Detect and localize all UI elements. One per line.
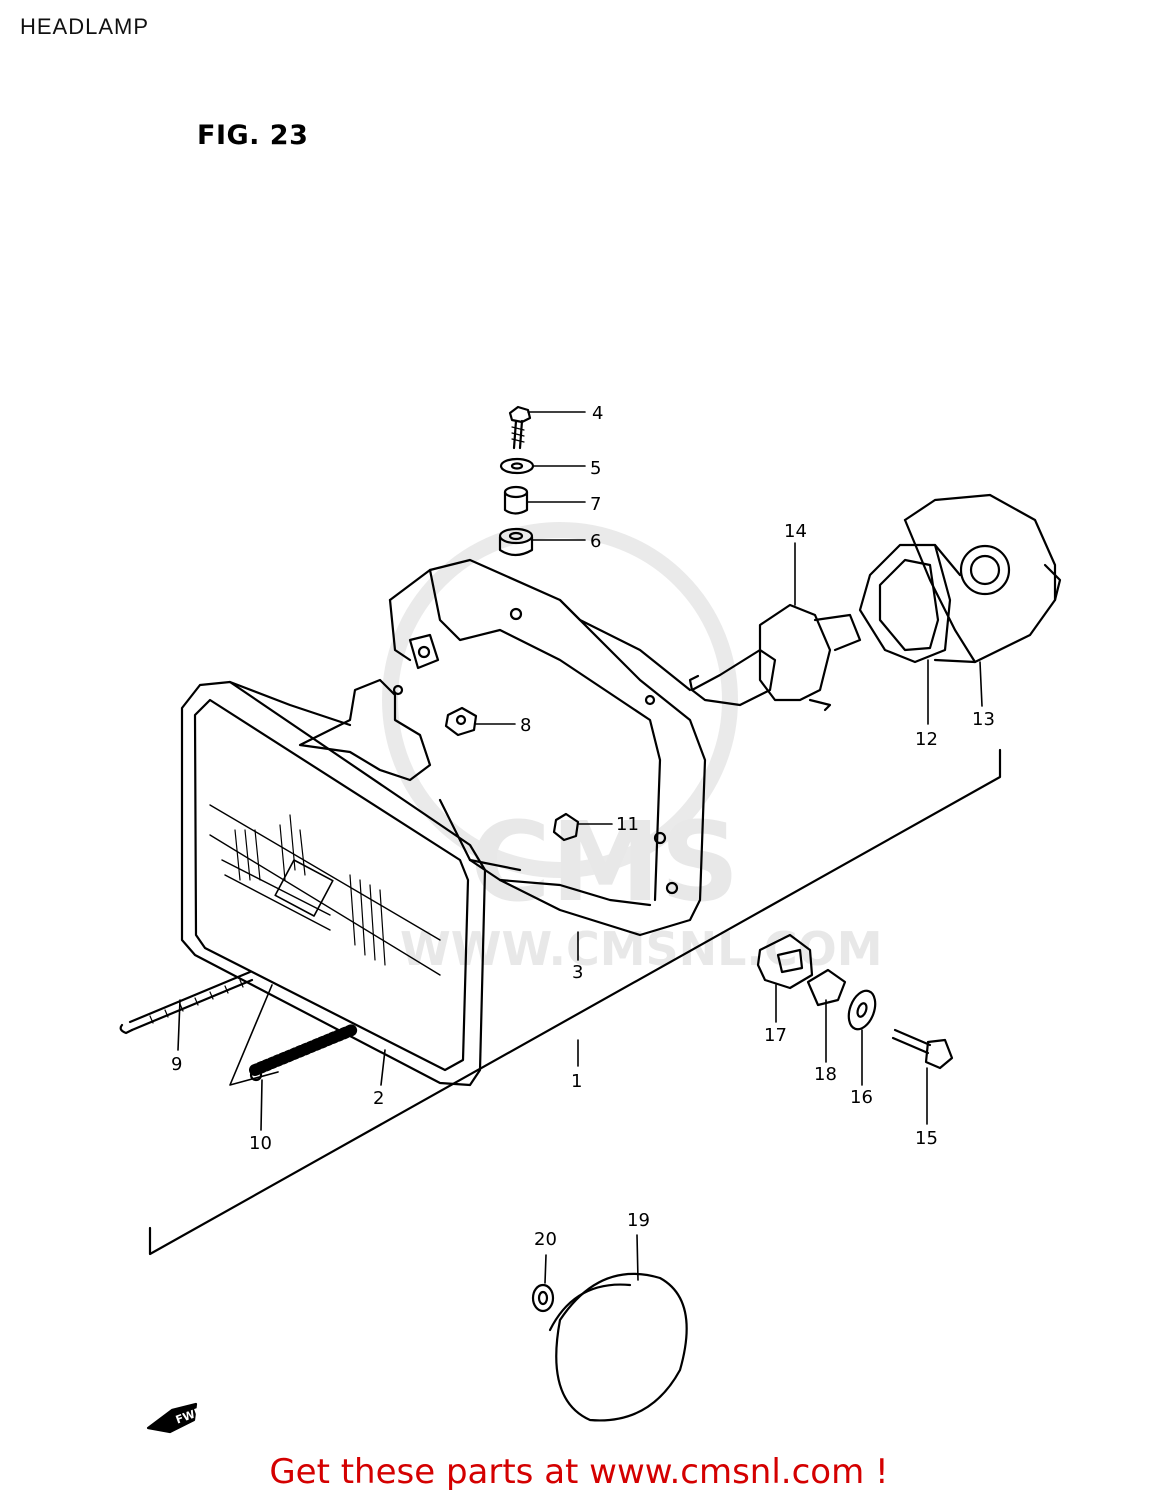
grommet-6 <box>498 527 534 557</box>
callout-9: 9 <box>171 1054 182 1075</box>
callout-6: 6 <box>590 531 601 552</box>
callout-4: 4 <box>592 403 603 424</box>
callout-16: 16 <box>850 1087 873 1108</box>
callout-14: 14 <box>784 521 807 542</box>
headlamp-housing <box>298 558 707 937</box>
washer-5 <box>499 457 535 475</box>
callout-5: 5 <box>590 458 601 479</box>
leader-lines <box>177 411 983 1284</box>
callout-2: 2 <box>373 1088 384 1109</box>
callout-3: 3 <box>572 962 583 983</box>
watermark-brand: CMS <box>470 798 739 926</box>
callout-17: 17 <box>764 1025 787 1046</box>
screw-9 <box>119 970 254 1035</box>
callout-11: 11 <box>616 814 639 835</box>
adjuster-17 <box>756 933 814 990</box>
callout-15: 15 <box>915 1128 938 1149</box>
screw-4 <box>508 405 532 450</box>
spring-10 <box>249 1024 358 1082</box>
callout-8: 8 <box>520 715 531 736</box>
callout-19: 19 <box>627 1210 650 1231</box>
nut-11 <box>552 812 580 842</box>
callout-13: 13 <box>972 709 995 730</box>
headlamp-bulb <box>688 603 862 712</box>
cover-19 <box>548 1272 688 1422</box>
callout-12: 12 <box>915 729 938 750</box>
spacer-7 <box>503 485 529 515</box>
exploded-parts-diagram: CMS WWW.CMSNL.COM <box>119 403 1062 1434</box>
headlamp-unit <box>180 680 487 1087</box>
callout-10: 10 <box>249 1133 272 1154</box>
callout-7: 7 <box>590 494 601 515</box>
bolt-15 <box>891 1028 954 1070</box>
callout-20: 20 <box>534 1229 557 1250</box>
nut-8 <box>444 706 478 737</box>
socket-cover <box>903 493 1062 664</box>
callout-18: 18 <box>814 1064 837 1085</box>
page-title: HEADLAMP <box>20 14 150 39</box>
assembly-bracket-lines <box>148 748 1002 1256</box>
watermark: CMS WWW.CMSNL.COM <box>382 522 883 976</box>
callout-1: 1 <box>571 1071 582 1092</box>
collar-18 <box>806 968 847 1007</box>
washer-16 <box>847 989 877 1031</box>
forward-arrow-icon <box>146 1402 198 1434</box>
washer-20 <box>531 1283 555 1313</box>
retaining-spring <box>858 543 962 664</box>
figure-label: FIG. 23 <box>197 120 309 151</box>
footer-parts-link[interactable]: Get these parts at www.cmsnl.com ! <box>269 1452 889 1492</box>
